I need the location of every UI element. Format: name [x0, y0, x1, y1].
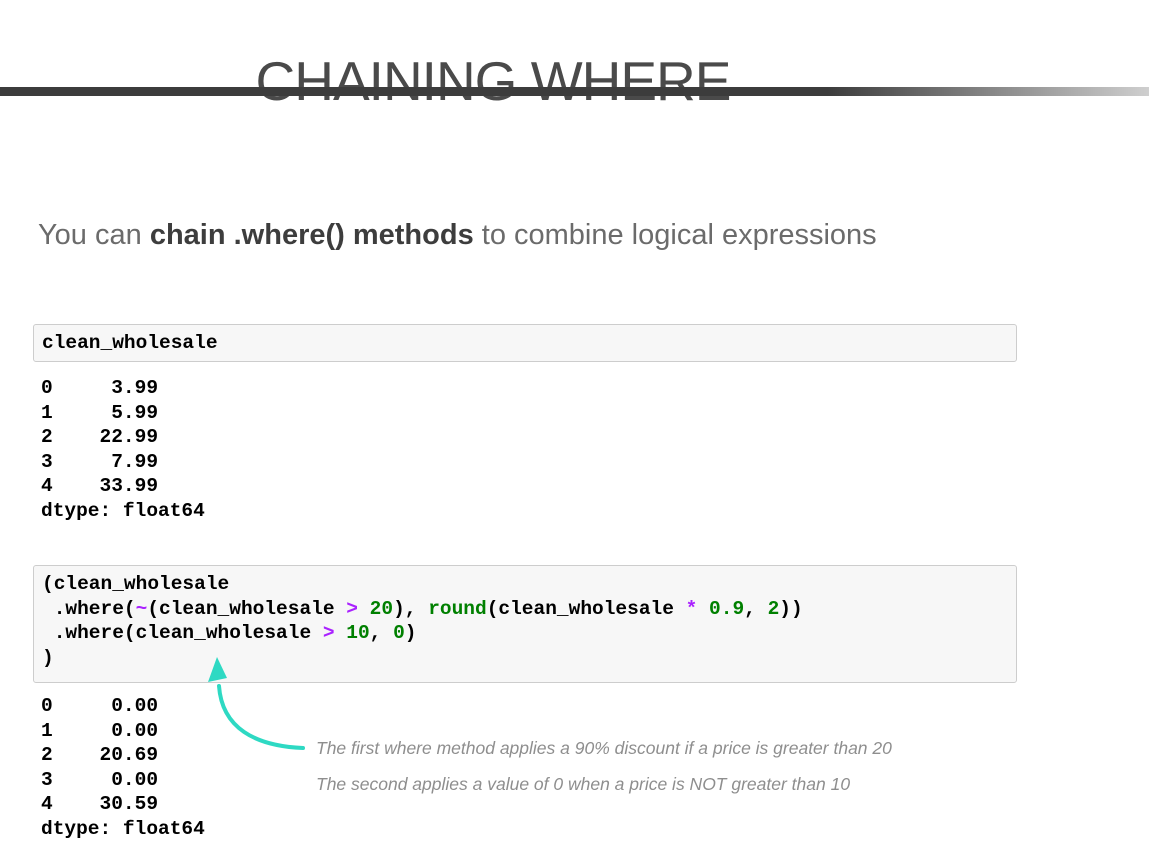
code-text-1: clean_wholesale: [42, 332, 218, 354]
series-output-2: 0 0.00 1 0.00 2 20.69 3 0.00 4 30.59 dty…: [41, 695, 205, 840]
title-divider: [0, 87, 1149, 96]
subtitle: You can chain .where() methods to combin…: [38, 219, 877, 252]
subtitle-bold: chain .where() methods: [149, 219, 474, 251]
subtitle-prefix: You can: [38, 219, 150, 251]
subtitle-suffix: to combine logical expressions: [473, 219, 877, 251]
annotation-first-where: The first where method applies a 90% dis…: [316, 737, 892, 758]
series-output-1: 0 3.99 1 5.99 2 22.99 3 7.99 4 33.99 dty…: [41, 377, 205, 522]
annotation-second-where: The second applies a value of 0 when a p…: [316, 773, 851, 794]
page-title: CHAINING WHERE: [255, 49, 732, 112]
code-cell-input-1: clean_wholesale: [33, 324, 1017, 362]
code-cell-input-2: (clean_wholesale .where(~(clean_wholesal…: [33, 565, 1017, 683]
curved-arrow-icon: [208, 657, 305, 750]
